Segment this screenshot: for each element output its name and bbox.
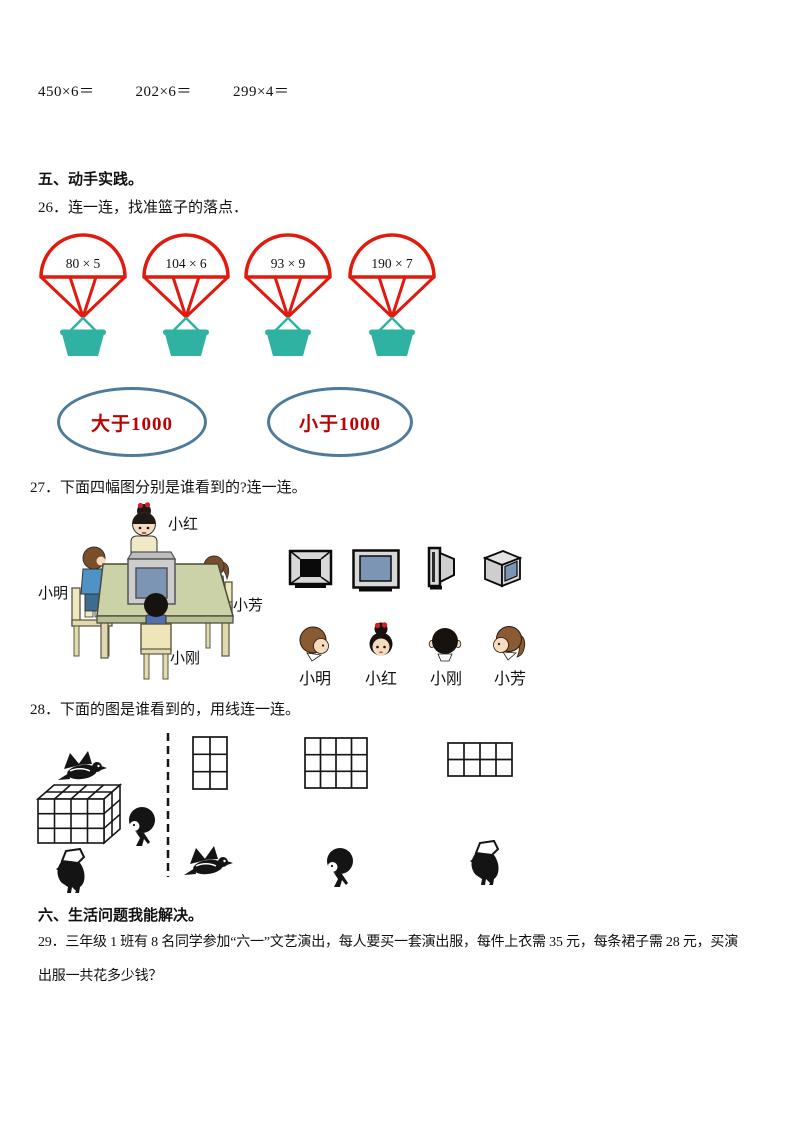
q28-graphic [35, 733, 513, 894]
parachute-3: 93 × 9 [244, 233, 332, 358]
section6-title: 六、生活问题我能解决。 [38, 908, 204, 924]
scene-label-xiaoming: 小明 [38, 585, 68, 602]
xiaogang-head-back-icon [428, 628, 462, 662]
kid-xiaogang [140, 593, 172, 680]
woman-answer-icon [327, 848, 353, 887]
xiaoming-face-icon [299, 626, 329, 662]
parachute-2: 104 × 6 [142, 233, 230, 358]
answer-label-xiaoming: 小明 [298, 671, 331, 688]
q27-label: 27．下面四幅图分别是谁看到的?连一连。 [30, 480, 307, 496]
oval-less-1000: 小于1000 [267, 387, 413, 457]
parachute-3-expression: 93 × 9 [271, 256, 306, 271]
section5-title: 五、动手实践。 [38, 172, 144, 188]
equation-2: 202×6＝ [135, 84, 192, 100]
grid-4x2 [447, 742, 513, 777]
q26-parachutes-graphic: 80 × 5 104 × 6 93 × 9 190 × 7 [39, 233, 436, 358]
scene-label-xiaogang: 小刚 [170, 650, 200, 667]
answer-xiaofang: 小芳 [486, 624, 534, 689]
oval-less-1000-text: 小于1000 [298, 413, 381, 435]
answer-label-xiaofang: 小芳 [493, 671, 526, 688]
tv-front-view-icon [352, 549, 400, 592]
equation-1: 450×6＝ [38, 84, 95, 100]
photographer-answer-icon [469, 840, 500, 886]
scene-label-xiaofang: 小芳 [233, 597, 262, 614]
xiaohong-face-icon [369, 622, 393, 656]
parachute-1: 80 × 5 [39, 233, 127, 358]
tv-back-view-icon [288, 549, 333, 588]
oval-greater-1000: 大于1000 [57, 387, 207, 457]
parachute-2-expression: 104 × 6 [165, 256, 207, 271]
parachute-1-expression: 80 × 5 [66, 256, 101, 271]
bird-answer-icon [183, 845, 234, 877]
parachute-4-expression: 190 × 7 [371, 256, 413, 271]
scene-label-xiaohong: 小红 [168, 516, 198, 533]
kid-xiaohong [130, 502, 158, 560]
woman-observer-icon [129, 807, 155, 846]
q26-label: 26．连一连，找准篮子的落点． [38, 200, 249, 216]
answer-xiaoming: 小明 [291, 624, 339, 689]
bird-observer-icon [57, 750, 108, 782]
tv-side-view-icon [427, 546, 455, 590]
answer-label-xiaohong: 小红 [364, 671, 397, 688]
tv-three-quarter-view-icon [482, 550, 523, 588]
q27-scene-graphic: 小红 小明 小芳 小刚 [38, 502, 262, 680]
oval-greater-1000-text: 大于1000 [90, 413, 173, 435]
cuboid-4x3x2 [35, 783, 123, 845]
answer-xiaogang: 小刚 [422, 624, 470, 689]
xiaofang-face-icon [493, 626, 526, 661]
q29-line2: 出服一共花多少钱？ [38, 969, 163, 984]
photographer-observer-icon [55, 848, 86, 894]
equation-row: 450×6＝ 202×6＝ 299×4＝ [38, 80, 326, 101]
grid-2x3 [192, 736, 228, 790]
parachute-4: 190 × 7 [348, 233, 436, 358]
answer-label-xiaogang: 小刚 [429, 671, 462, 688]
grid-4x3 [304, 737, 368, 789]
q29-line1: 29．三年级 1 班有 8 名同学参加“六一”文艺演出，每人要买一套演出服，每件… [38, 935, 739, 950]
answer-xiaohong: 小红 [357, 622, 405, 689]
q28-label: 28．下面的图是谁看到的，用线连一连。 [30, 702, 301, 718]
equation-3: 299×4＝ [232, 84, 290, 100]
